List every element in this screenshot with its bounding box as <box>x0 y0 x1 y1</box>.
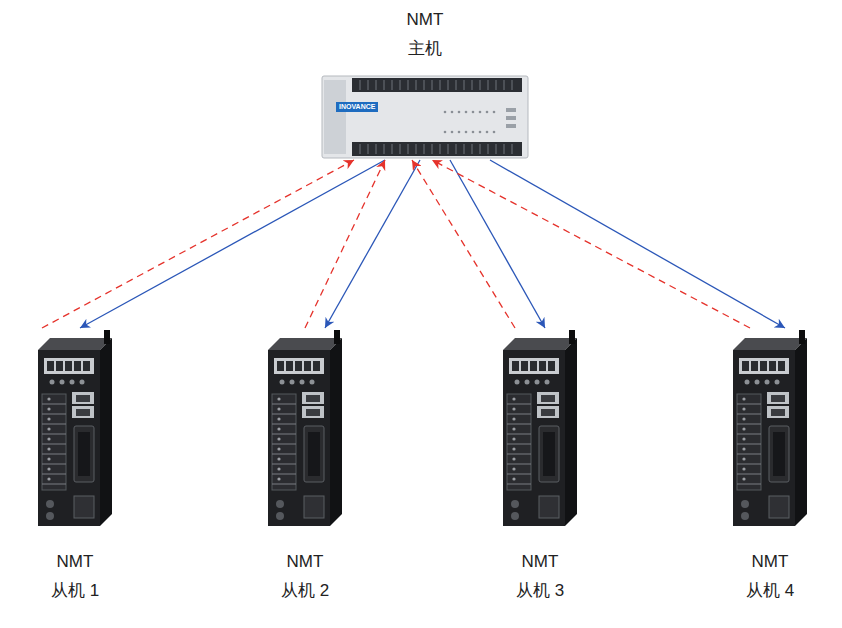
response-arrow <box>42 160 354 328</box>
node-label: NMT 从机 3 <box>509 548 571 606</box>
master-plc: NMT 主机 <box>320 6 530 160</box>
servo-drive-picture <box>733 330 807 526</box>
node-label: NMT 从机 1 <box>44 548 106 606</box>
response-arrow <box>305 160 385 328</box>
plc-picture <box>322 76 528 158</box>
servo-drive-picture <box>503 330 577 526</box>
node-label: NMT 从机 2 <box>274 548 336 606</box>
node-label: NMT 从机 4 <box>739 548 801 606</box>
command-arrow <box>490 160 785 328</box>
servo-drive-picture <box>268 330 342 526</box>
slave-drive: NMT 从机 4 <box>715 328 825 613</box>
node-label: NMT 主机 <box>394 6 456 64</box>
brand-logo: INOVANCE <box>336 102 378 112</box>
slave-drive: NMT 从机 3 <box>485 328 595 613</box>
servo-drive-picture <box>38 330 112 526</box>
slave-drive: NMT 从机 1 <box>20 328 130 613</box>
slave-drive: NMT 从机 2 <box>250 328 360 613</box>
response-arrow <box>412 160 515 328</box>
response-arrow <box>432 160 750 328</box>
